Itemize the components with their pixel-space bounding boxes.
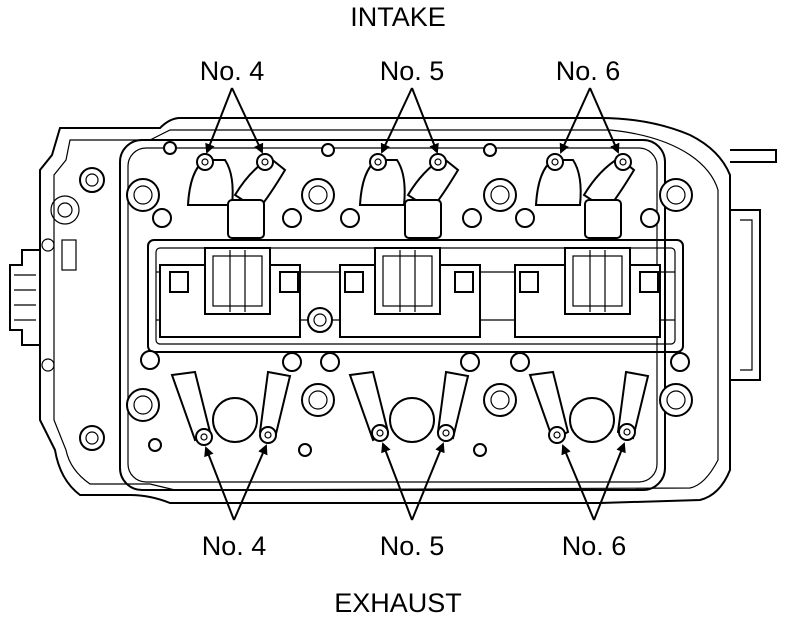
cam-journals-no4	[159, 247, 301, 338]
top-label-no5: No. 5	[380, 56, 445, 86]
bottom-arrows-no6	[561, 442, 626, 521]
bottom-arrows-no4	[204, 444, 268, 521]
top-arrows-no5	[380, 87, 439, 154]
exhaust-rockers-no6	[528, 370, 650, 443]
top-label-no4: No. 4	[200, 56, 265, 86]
intake-rockers-no6	[534, 156, 636, 239]
exhaust-rockers-no4	[170, 370, 292, 443]
bottom-label-no5: No. 5	[380, 531, 445, 561]
valve-adjuster-screws	[195, 153, 636, 446]
top-arrows-no4	[205, 87, 264, 154]
bottom-label-no4: No. 4	[202, 531, 267, 561]
intake-rockers-no4	[186, 156, 287, 239]
cam-journals-no6	[514, 247, 661, 338]
exhaust-title: EXHAUST	[334, 588, 462, 618]
bottom-arrows-no5	[381, 442, 445, 521]
cylinder-head-outline	[9, 117, 777, 504]
bottom-label-no6: No. 6	[562, 531, 627, 561]
intake-rockers-no5	[358, 156, 460, 239]
head-bolts	[79, 141, 693, 457]
cam-journals-no5	[339, 247, 481, 338]
intake-title: INTAKE	[350, 2, 446, 32]
top-arrows-no6	[559, 87, 620, 154]
inner-gasket-groove	[119, 139, 666, 491]
top-label-no6: No. 6	[556, 56, 621, 86]
